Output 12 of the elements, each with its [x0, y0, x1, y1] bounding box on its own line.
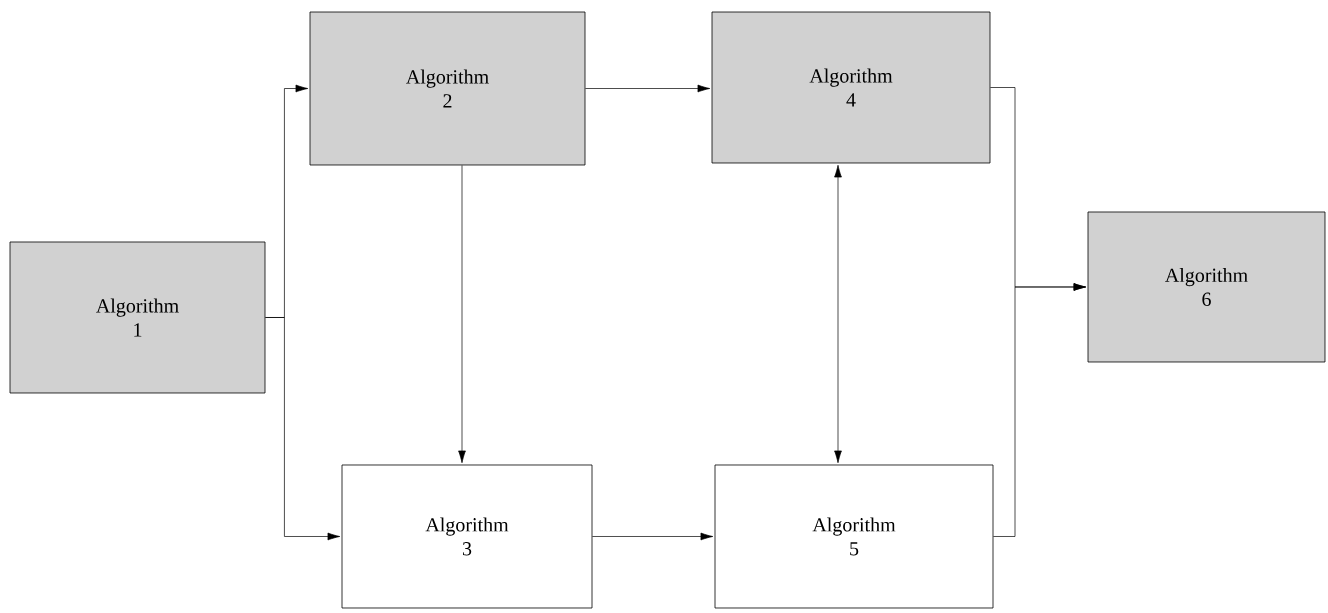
process-box: Algorithm 5 — [714, 464, 994, 609]
arrow — [592, 532, 714, 541]
process-box: Algorithm 4 — [711, 11, 991, 164]
arrow — [993, 283, 1087, 537]
process-box: Algorithm 1 — [9, 241, 266, 394]
arrow — [458, 165, 466, 464]
process-box: Algorithm 3 — [341, 464, 593, 609]
process-box: Algorithm 2 — [309, 11, 586, 166]
arrow — [265, 317, 341, 541]
arrow — [834, 164, 842, 464]
process-box: Algorithm 6 — [1087, 211, 1326, 363]
arrow — [585, 84, 711, 93]
